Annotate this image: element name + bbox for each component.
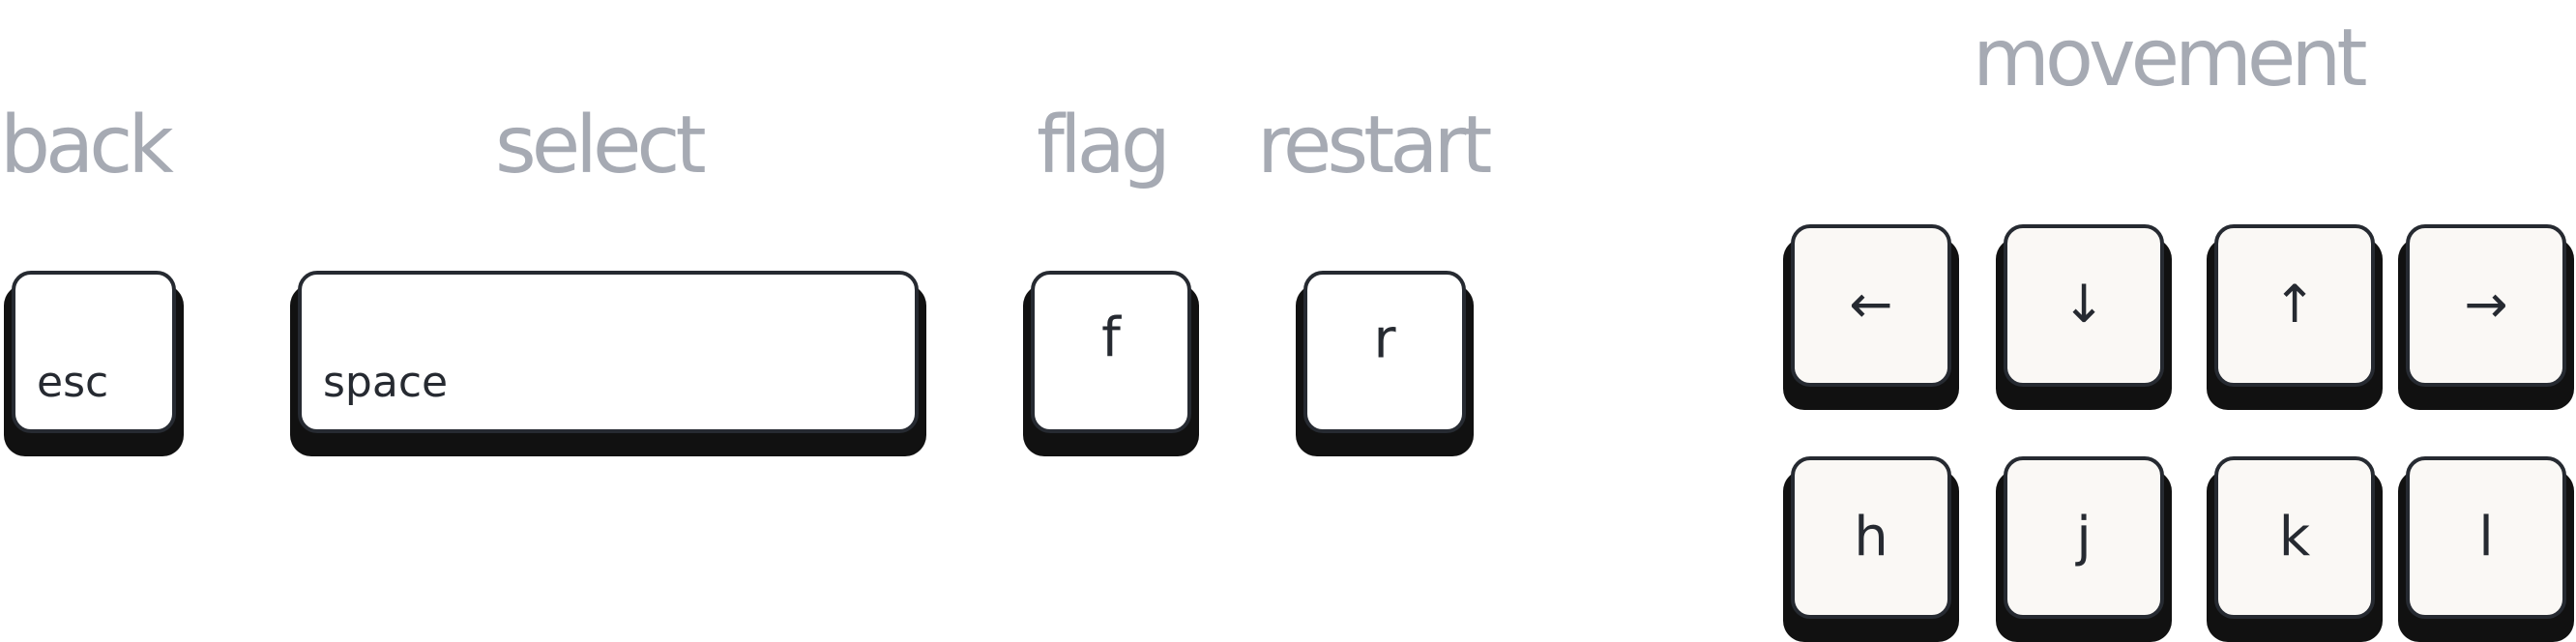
- key-cap: esc: [12, 271, 176, 433]
- key-cap: k: [2214, 456, 2375, 619]
- key-cap: ↓: [2004, 224, 2164, 387]
- down-arrow-key[interactable]: ↓: [1996, 224, 2172, 410]
- left-arrow-key[interactable]: ←: [1783, 224, 1959, 410]
- back-label: back: [0, 100, 174, 191]
- flag-label: flag: [1037, 100, 1171, 191]
- up-arrow-key[interactable]: ↑: [2207, 224, 2383, 410]
- f-key[interactable]: f: [1023, 271, 1199, 456]
- select-label: select: [495, 100, 707, 191]
- l-key[interactable]: l: [2398, 456, 2574, 642]
- right-arrow-key[interactable]: →: [2398, 224, 2574, 410]
- restart-label: restart: [1257, 100, 1492, 191]
- r-key-legend: r: [1373, 307, 1396, 371]
- j-key-legend: j: [2076, 506, 2092, 569]
- arrow-down-icon: ↓: [2062, 273, 2106, 335]
- k-key-legend: k: [2278, 506, 2311, 569]
- key-cap: f: [1031, 271, 1191, 433]
- h-key[interactable]: h: [1783, 456, 1959, 642]
- key-cap: r: [1303, 271, 1466, 433]
- k-key[interactable]: k: [2207, 456, 2383, 642]
- key-cap: h: [1791, 456, 1951, 619]
- space-key[interactable]: space: [290, 271, 926, 456]
- key-cap: j: [2004, 456, 2164, 619]
- key-cap: space: [298, 271, 919, 433]
- arrow-right-icon: →: [2464, 273, 2508, 335]
- space-key-legend: space: [323, 358, 449, 407]
- f-key-legend: f: [1101, 306, 1121, 369]
- arrow-up-icon: ↑: [2272, 273, 2317, 335]
- h-key-legend: h: [1854, 506, 1888, 569]
- arrow-left-icon: ←: [1849, 273, 1893, 335]
- r-key[interactable]: r: [1296, 271, 1474, 456]
- l-key-legend: l: [2478, 506, 2494, 569]
- key-cap: l: [2406, 456, 2566, 619]
- key-cap: ←: [1791, 224, 1951, 387]
- j-key[interactable]: j: [1996, 456, 2172, 642]
- esc-key-legend: esc: [37, 358, 109, 407]
- esc-key[interactable]: esc: [4, 271, 184, 456]
- movement-label: movement: [1973, 13, 2367, 104]
- key-cap: →: [2406, 224, 2566, 387]
- key-cap: ↑: [2214, 224, 2375, 387]
